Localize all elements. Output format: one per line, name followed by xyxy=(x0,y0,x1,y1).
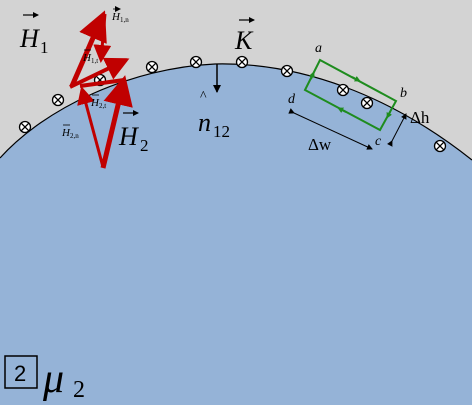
svg-text:2: 2 xyxy=(140,136,149,155)
h1-vector-group xyxy=(69,10,130,89)
surface-current-label: K xyxy=(234,17,255,55)
current-into-page-icon xyxy=(360,96,374,110)
svg-text:H: H xyxy=(19,24,40,53)
current-into-page-icon xyxy=(433,139,447,153)
delta-h-label: Δh xyxy=(410,108,430,127)
normal-label: ^ n 12 xyxy=(198,89,230,141)
svg-text:^: ^ xyxy=(200,89,207,104)
h1-tangential-vector xyxy=(69,57,130,89)
h2-vector xyxy=(100,75,133,169)
h1-normal-vector xyxy=(93,13,112,63)
current-into-page-icon xyxy=(235,55,249,69)
current-into-page-icon xyxy=(189,55,203,69)
corner-b-label: b xyxy=(400,86,407,101)
h1-normal-label: H 1,n xyxy=(111,6,129,24)
h1-tangential-label: H 1,t xyxy=(82,49,98,65)
svg-text:1,n: 1,n xyxy=(120,16,129,24)
current-into-page-icon xyxy=(18,120,32,134)
svg-text:H: H xyxy=(82,52,92,64)
region-2 xyxy=(0,63,472,405)
svg-text:2,t: 2,t xyxy=(99,102,106,110)
current-into-page-icon xyxy=(51,93,65,107)
h2-normal-label: H 2,n xyxy=(61,124,79,140)
svg-text:H: H xyxy=(90,97,100,109)
svg-text:H: H xyxy=(111,11,121,23)
svg-text:K: K xyxy=(234,26,254,55)
h2-tangential-vector xyxy=(79,78,125,88)
delta-w-arrow xyxy=(288,108,373,150)
h1-label: H 1 xyxy=(19,12,49,57)
permeability-subscript: 2 xyxy=(73,377,85,403)
h2-vector-group xyxy=(77,75,133,169)
h2-tangential-label: H 2,t xyxy=(90,94,106,110)
svg-text:H: H xyxy=(61,127,71,139)
current-into-page-icon xyxy=(280,64,294,78)
h1-vector xyxy=(69,10,107,88)
region-number-box xyxy=(4,355,38,389)
current-into-page-icon xyxy=(145,60,159,74)
corner-a-label: a xyxy=(315,41,322,56)
svg-text:1,t: 1,t xyxy=(91,57,98,65)
h2-normal-vector xyxy=(77,86,105,168)
svg-text:12: 12 xyxy=(213,122,230,141)
delta-w-label: Δw xyxy=(308,135,332,154)
h2-label: H 2 xyxy=(118,110,149,155)
region-label: 2 μ 2 xyxy=(4,355,85,403)
svg-text:2,n: 2,n xyxy=(70,132,79,140)
svg-text:n: n xyxy=(198,108,211,137)
delta-h-arrow xyxy=(387,113,407,147)
boundary-curve xyxy=(0,63,472,161)
corner-d-label: d xyxy=(288,92,296,107)
current-into-page-icon xyxy=(336,83,350,97)
permeability-symbol: μ xyxy=(42,356,64,402)
corner-c-label: c xyxy=(375,134,382,149)
svg-text:H: H xyxy=(118,122,139,151)
region-number: 2 xyxy=(14,361,26,386)
svg-text:1: 1 xyxy=(40,38,49,57)
